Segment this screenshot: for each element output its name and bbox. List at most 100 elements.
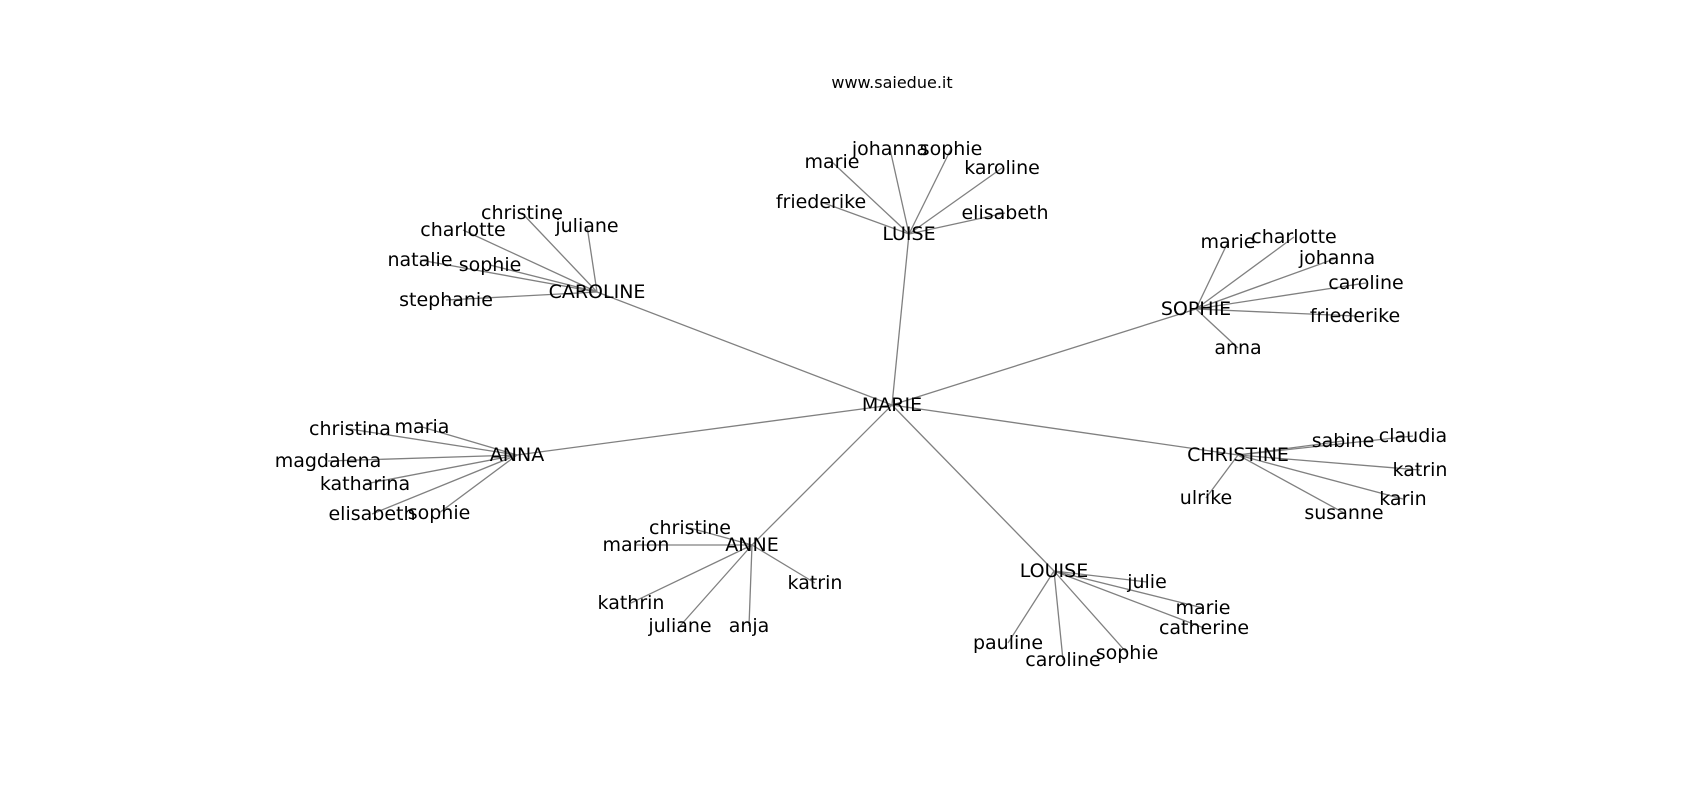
edge-christine-ulrike [1205, 454, 1239, 499]
root-node-label: MARIE [862, 394, 922, 416]
leaf-node-label-anne-juliane: juliane [647, 615, 711, 637]
leaf-node-label-caroline-juliane: juliane [554, 215, 618, 237]
edge-caroline-sophie [489, 264, 598, 293]
leaf-node-label-luise-elisabeth: elisabeth [961, 202, 1048, 224]
leaf-node-label-sophie-anna: anna [1214, 337, 1261, 359]
edge-luise-johanna [889, 148, 910, 235]
leaf-node-label-louise-marie: marie [1176, 597, 1231, 619]
edge-sophie-johanna [1195, 257, 1338, 310]
edge-anna-christina [349, 428, 518, 456]
label-layer: MARIELUISEmariejohannasophiekarolinefrie… [275, 138, 1448, 671]
edge-anna-magdalena [327, 454, 518, 462]
edge-louise-catherine [1053, 570, 1205, 629]
edge-christine-karin [1237, 454, 1404, 500]
leaf-node-label-luise-johanna: johanna [851, 138, 928, 160]
edge-anna-maria [421, 426, 518, 456]
edge-christine-claudia [1237, 435, 1414, 456]
leaf-node-label-caroline-christine: christine [481, 202, 563, 224]
edge-louise-caroline [1053, 570, 1064, 661]
edge-luise-karoline [908, 167, 1003, 235]
edge-anne-juliane [679, 544, 753, 627]
edge-christine-susanne [1237, 454, 1345, 514]
edge-christine-katrin [1237, 454, 1421, 471]
edge-root-anna [516, 404, 893, 456]
leaf-node-label-christine-susanne: susanne [1304, 502, 1383, 524]
edge-louise-marie [1053, 570, 1204, 609]
hub-node-label-anna: ANNA [490, 444, 544, 466]
leaf-node-label-anne-christine: christine [649, 517, 731, 539]
leaf-node-label-anna-maria: maria [395, 416, 450, 438]
leaf-node-label-christine-ulrike: ulrike [1180, 487, 1232, 509]
leaf-node-label-christine-sabine: sabine [1312, 430, 1375, 452]
leaf-node-label-louise-pauline: pauline [973, 632, 1043, 654]
edge-anna-sophie [438, 454, 518, 514]
edge-anna-katharina [364, 454, 518, 485]
edge-caroline-christine [521, 212, 598, 293]
edge-sophie-marie [1195, 241, 1229, 310]
hub-node-label-anne: ANNE [725, 534, 778, 556]
leaf-node-label-anna-magdalena: magdalena [275, 450, 382, 472]
leaf-node-label-luise-karoline: karoline [964, 157, 1040, 179]
edge-anne-kathrin [630, 544, 753, 604]
edge-root-christine [891, 404, 1239, 456]
leaf-node-label-anna-christina: christina [309, 418, 391, 440]
leaf-node-label-louise-sophie: sophie [1096, 642, 1159, 664]
edge-luise-marie [831, 161, 910, 235]
edge-caroline-stephanie [445, 291, 598, 301]
hub-node-label-louise: LOUISE [1020, 560, 1088, 582]
leaf-node-label-anne-anja: anja [729, 615, 770, 637]
leaf-node-label-sophie-marie: marie [1201, 231, 1256, 253]
hub-node-label-sophie: SOPHIE [1161, 298, 1231, 320]
edge-root-caroline [596, 291, 893, 406]
hub-node-label-luise: LUISE [882, 223, 935, 245]
edge-root-sophie [891, 308, 1197, 406]
leaf-node-label-caroline-stephanie: stephanie [399, 289, 493, 311]
leaf-node-label-luise-marie: marie [805, 151, 860, 173]
edge-louise-pauline [1007, 570, 1055, 644]
edge-sophie-charlotte [1195, 236, 1295, 310]
leaf-node-label-luise-friederike: friederike [776, 191, 866, 213]
edge-caroline-juliane [586, 225, 598, 293]
edge-anna-elisabeth [371, 454, 518, 515]
leaf-node-label-anne-marion: marion [603, 534, 670, 556]
hub-node-label-christine: CHRISTINE [1187, 444, 1289, 466]
edge-louise-julie [1053, 570, 1148, 583]
leaf-node-label-christine-katrin: katrin [1393, 459, 1448, 481]
leaf-node-label-louise-caroline: caroline [1025, 649, 1100, 671]
leaf-node-label-sophie-caroline: caroline [1328, 272, 1403, 294]
leaf-node-label-caroline-charlotte: charlotte [420, 219, 505, 241]
edge-layer [327, 148, 1421, 661]
edge-anne-katrin [751, 544, 816, 584]
edge-luise-elisabeth [908, 212, 1006, 235]
edge-sophie-caroline [1195, 282, 1367, 310]
leaf-node-label-christine-claudia: claudia [1379, 425, 1447, 447]
site-watermark: www.saiedue.it [831, 73, 952, 92]
leaf-node-label-sophie-johanna: johanna [1298, 247, 1375, 269]
leaf-node-label-anna-sophie: sophie [408, 502, 471, 524]
leaf-node-label-anne-katrin: katrin [788, 572, 843, 594]
edge-root-luise [891, 233, 910, 406]
edge-luise-friederike [820, 201, 910, 235]
leaf-node-label-sophie-charlotte: charlotte [1251, 226, 1336, 248]
edge-root-anne [751, 404, 893, 546]
leaf-node-label-louise-julie: julie [1126, 571, 1167, 593]
edge-sophie-anna [1195, 308, 1239, 349]
leaf-node-label-christine-karin: karin [1379, 488, 1426, 510]
leaf-node-label-sophie-friederike: friederike [1310, 305, 1400, 327]
leaf-node-label-caroline-sophie: sophie [459, 254, 522, 276]
leaf-node-label-anna-katharina: katharina [320, 473, 410, 495]
leaf-node-label-luise-sophie: sophie [920, 138, 983, 160]
hub-node-label-caroline: CAROLINE [549, 281, 646, 303]
edge-caroline-natalie [419, 259, 598, 293]
edge-anne-anja [748, 544, 753, 627]
edge-anne-christine [689, 527, 753, 546]
edge-luise-sophie [908, 148, 952, 235]
edge-sophie-friederike [1195, 308, 1356, 317]
leaf-node-label-louise-catherine: catherine [1159, 617, 1249, 639]
leaf-node-label-anne-kathrin: kathrin [598, 592, 665, 614]
edge-louise-sophie [1053, 570, 1128, 654]
leaf-node-label-caroline-natalie: natalie [387, 249, 452, 271]
edge-root-louise [891, 404, 1055, 572]
leaf-node-label-anna-elisabeth: elisabeth [328, 503, 415, 525]
